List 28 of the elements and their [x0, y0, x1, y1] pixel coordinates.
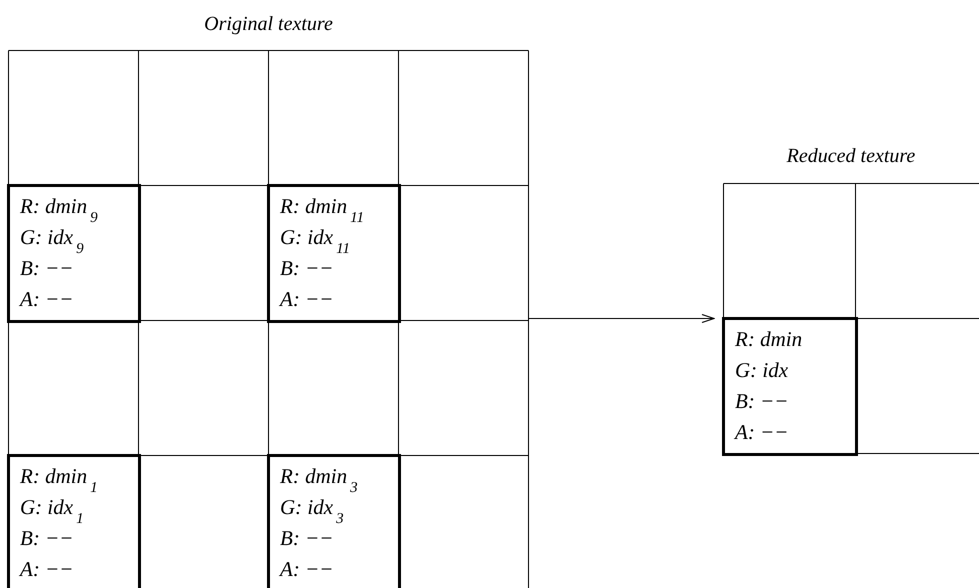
- channel-text: B: −−: [20, 525, 74, 552]
- channel-text: R: dmin: [735, 326, 802, 353]
- channel-text: A: −−: [735, 419, 788, 446]
- channel-text: R: dmin$_{9}$: [20, 193, 98, 222]
- channel-text: R: dmin$_{3}$: [280, 463, 358, 492]
- texel-cell: [267, 184, 401, 323]
- channel-text: G: idx$_{11}$: [280, 224, 350, 253]
- channel-text: R: dmin$_{11}$: [280, 193, 364, 222]
- channel-text: B: −−: [735, 388, 788, 415]
- channel-text: A: −−: [280, 286, 334, 313]
- channel-text: G: idx: [735, 357, 788, 384]
- channel-text: A: −−: [280, 556, 334, 583]
- grid-title: Original texture: [203, 12, 334, 36]
- channel-text: B: −−: [280, 255, 334, 282]
- texel-cell: [267, 454, 401, 588]
- texel-cell: [7, 454, 141, 588]
- channel-text: G: idx$_{1}$: [20, 494, 84, 523]
- arrow: [528, 314, 714, 323]
- texel-cell: [722, 317, 858, 456]
- channel-text: A: −−: [20, 556, 74, 583]
- channel-text: A: −−: [20, 286, 74, 313]
- channel-text: G: idx$_{3}$: [280, 494, 344, 523]
- grid-title: Reduced texture: [786, 144, 916, 168]
- channel-text: G: idx$_{9}$: [20, 224, 84, 253]
- channel-text: B: −−: [280, 525, 334, 552]
- channel-text: R: dmin$_{1}$: [20, 463, 98, 492]
- channel-text: B: −−: [20, 255, 74, 282]
- texel-cell: [7, 184, 141, 323]
